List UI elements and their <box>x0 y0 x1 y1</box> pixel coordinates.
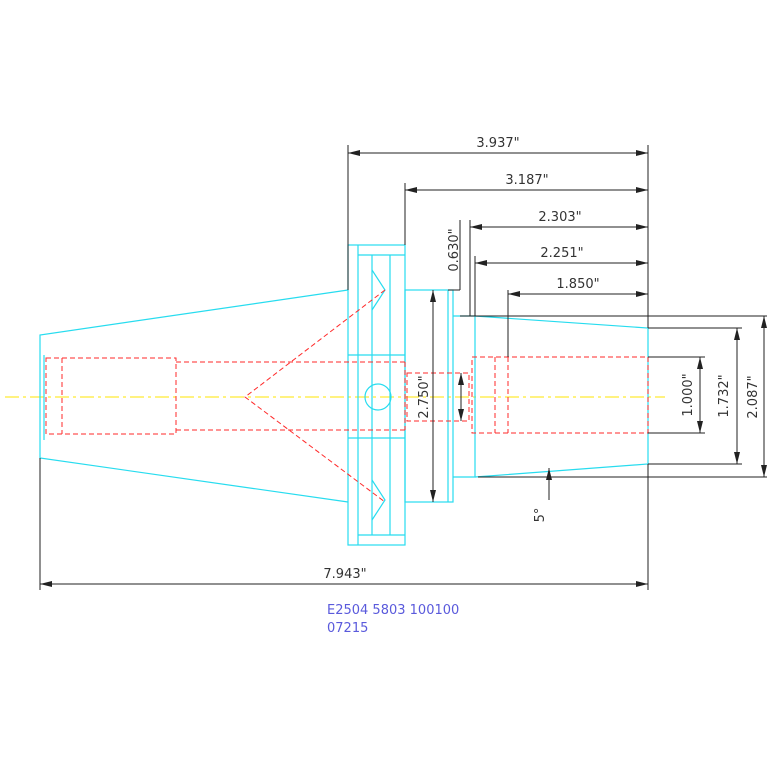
center-bore <box>406 372 470 422</box>
dimension-labels: 3.937" 3.187" 2.303" 2.251" 1.850" 7.943… <box>323 136 761 582</box>
dim-2087-label: 2.087" <box>746 375 761 418</box>
drive-key-hole <box>364 383 392 411</box>
part-number-line1: E2504 5803 100100 <box>327 603 459 618</box>
drill-point-cone <box>244 289 386 503</box>
holder-outline <box>39 244 649 546</box>
dim-5deg-label: 5° <box>533 508 548 523</box>
hidden-features <box>45 289 649 503</box>
dim-1850-label: 1.850" <box>556 277 599 292</box>
dim-2303-label: 2.303" <box>538 210 581 225</box>
dim-1000-label: 1.000" <box>681 373 696 416</box>
part-number-line2: 07215 <box>327 621 368 636</box>
dim-0630-label: 0.630" <box>447 228 462 271</box>
v-groove-bottom <box>371 479 386 521</box>
rear-bore <box>45 357 177 435</box>
dim-1732-label: 1.732" <box>717 374 732 417</box>
dim-3937-label: 3.937" <box>476 136 519 151</box>
front-bore <box>471 356 649 434</box>
dim-2251-label: 2.251" <box>540 246 583 261</box>
taper-shank-outline <box>39 289 349 503</box>
dim-3187-label: 3.187" <box>505 173 548 188</box>
dim-2750-label: 2.750" <box>417 375 432 418</box>
dimensions <box>39 145 767 590</box>
nose-outline <box>474 315 649 478</box>
dim-7943-label: 7.943" <box>323 567 366 582</box>
